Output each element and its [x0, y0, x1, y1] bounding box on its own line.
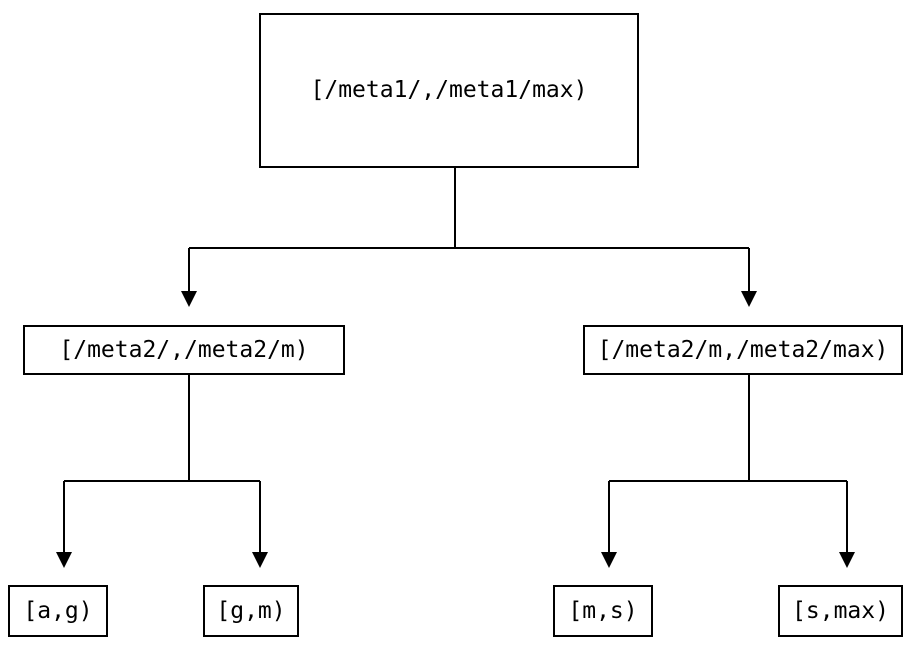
node-meta2-left-label: [/meta2/,/meta2/m)	[59, 336, 309, 363]
node-meta2-right: [/meta2/m,/meta2/max)	[583, 325, 903, 375]
node-leaf-smax-label: [s,max)	[792, 597, 889, 624]
node-leaf-gm: [g,m)	[203, 585, 299, 637]
arrow-down-icon	[839, 552, 855, 568]
edge-meta2-left-children	[56, 375, 268, 568]
node-meta2-left: [/meta2/,/meta2/m)	[23, 325, 345, 375]
node-leaf-ag: [a,g)	[8, 585, 108, 637]
arrow-down-icon	[741, 291, 757, 307]
node-root-label: [/meta1/,/meta1/max)	[310, 77, 588, 103]
arrow-down-icon	[56, 552, 72, 568]
node-leaf-gm-label: [g,m)	[216, 597, 286, 624]
node-leaf-ms-label: [m,s)	[568, 597, 638, 624]
node-leaf-ms: [m,s)	[553, 585, 653, 637]
edge-root-children	[181, 168, 757, 307]
arrow-down-icon	[252, 552, 268, 568]
arrow-down-icon	[601, 552, 617, 568]
node-leaf-smax: [s,max)	[778, 585, 903, 637]
node-root: [/meta1/,/meta1/max)	[259, 13, 639, 168]
node-meta2-right-label: [/meta2/m,/meta2/max)	[597, 336, 889, 363]
node-leaf-ag-label: [a,g)	[23, 597, 93, 624]
arrow-down-icon	[181, 291, 197, 307]
edge-meta2-right-children	[601, 375, 855, 568]
